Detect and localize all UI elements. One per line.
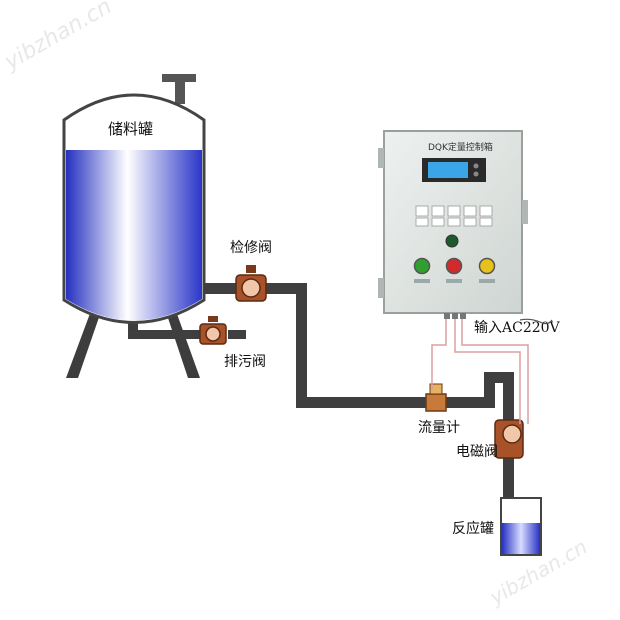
power-cable [519, 318, 553, 325]
power-input-label: 输入AC220V [474, 320, 561, 336]
valve-disc [205, 326, 221, 342]
key-left[interactable] [447, 205, 461, 217]
indicator-lamp [445, 234, 459, 248]
control-box: DQK定量控制箱 [378, 130, 528, 319]
pipe-segment-4 [484, 372, 495, 408]
reaction-tank [500, 497, 542, 556]
reset-button[interactable] [478, 257, 496, 275]
drain-valve-label: 排污阀 [224, 354, 266, 370]
tank-liquid [66, 150, 202, 321]
lcd-screen[interactable] [428, 162, 468, 178]
start-button[interactable] [413, 257, 431, 275]
drain-pipe [128, 330, 220, 339]
stop-button-plate [446, 279, 462, 283]
key-enter[interactable] [479, 205, 493, 217]
flow-meter[interactable] [425, 383, 447, 412]
pipe-segment-3 [296, 397, 486, 408]
solenoid-coil [502, 424, 522, 444]
wire-solenoid-a [454, 318, 521, 424]
flow-meter-head [429, 383, 443, 395]
wire-solenoid-b [461, 318, 529, 424]
cable-gland-1 [444, 313, 450, 319]
lcd-indicator-1 [473, 163, 479, 169]
valve-stem [208, 316, 218, 322]
flow-meter-icon [425, 393, 447, 412]
flow-meter-label: 流量计 [418, 420, 460, 436]
solenoid-valve[interactable] [494, 419, 524, 459]
pipe-segment-2 [296, 283, 307, 408]
cable-gland-3 [460, 313, 466, 319]
box-latch [522, 200, 528, 224]
drain-valve[interactable] [199, 316, 227, 345]
stop-button[interactable] [445, 257, 463, 275]
box-hinge-bottom [378, 278, 384, 298]
service-valve-label: 检修阀 [230, 240, 272, 256]
signal-wires [431, 318, 529, 424]
key-f4[interactable] [463, 217, 477, 227]
reset-button-plate [479, 279, 495, 283]
pipe-segment-5 [484, 372, 514, 383]
keypad [415, 205, 493, 227]
box-hinge-top [378, 148, 384, 168]
tank-nozzle-flange [162, 74, 196, 82]
key-f2[interactable] [431, 217, 445, 227]
key-up[interactable] [415, 205, 429, 217]
service-valve[interactable] [235, 265, 267, 302]
wire-flow-meter [431, 318, 447, 390]
tank-nozzle-pipe [175, 82, 185, 104]
storage-tank-label: 储料罐 [108, 120, 153, 138]
storage-tank: 储料罐 [62, 74, 206, 378]
lcd-indicator-2 [473, 171, 479, 177]
main-pipeline [204, 283, 514, 527]
tank-leg-left [66, 300, 105, 378]
key-f5[interactable] [479, 217, 493, 227]
control-box-title: DQK定量控制箱 [428, 141, 493, 153]
start-button-plate [414, 279, 430, 283]
key-down[interactable] [431, 205, 445, 217]
drain-pipe-outlet [228, 330, 246, 339]
watermark-top-left: yibzhan.cn [0, 0, 116, 76]
reaction-tank-label: 反应罐 [452, 520, 494, 537]
valve-disc [241, 278, 261, 298]
key-right[interactable] [463, 205, 477, 217]
key-f3[interactable] [447, 217, 461, 227]
reaction-tank-liquid [502, 523, 540, 554]
valve-stem [246, 265, 256, 273]
cable-gland-2 [452, 313, 458, 319]
key-f1[interactable] [415, 217, 429, 227]
solenoid-valve-label: 电磁阀 [456, 444, 498, 460]
